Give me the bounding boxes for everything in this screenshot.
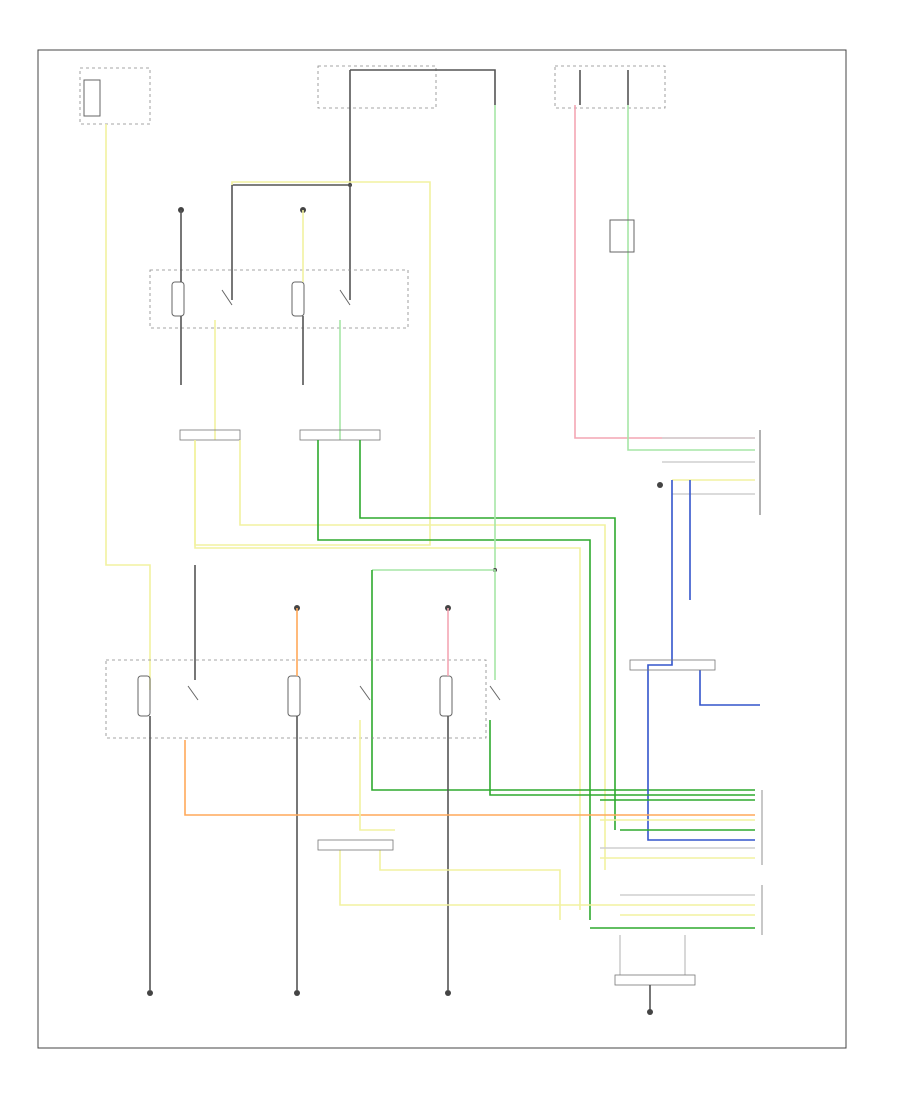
wire-dkgreen-lower: [371, 570, 755, 791]
wire-yellow-left: [105, 124, 151, 690]
ground-symbol-3: [445, 990, 451, 996]
mid-connectors: [179, 429, 381, 441]
wire-yellow-trailer-1: [239, 440, 606, 870]
wire-dkgreen-trailer: [317, 440, 591, 920]
wire-yellow-trailer-2: [194, 440, 581, 910]
connector-mid-right: [629, 659, 716, 671]
wire-dkgreen-trailer-2: [359, 440, 616, 830]
upper-relay-block: [149, 207, 409, 329]
ground-symbol-1: [147, 990, 153, 996]
dot-right-mid: [657, 482, 663, 488]
wire-yellow-lower-3: [379, 850, 561, 920]
wire-yellow-lower-2: [339, 850, 755, 906]
brake-switch: [609, 219, 635, 253]
wire-green-lower-feed: [372, 569, 496, 680]
wire-blue-connector: [699, 670, 760, 706]
wire-blue-long: [647, 480, 755, 841]
ground-symbol-right: [647, 1009, 653, 1015]
lower-relay-block: [105, 605, 501, 739]
diagram-frame: [37, 49, 847, 1049]
connector-lower-center: [317, 839, 394, 851]
connector-lower-right: [614, 974, 696, 986]
ground-symbol-2: [294, 990, 300, 996]
fuse-box-top-right: [554, 65, 666, 109]
wire-orange-trailer: [184, 740, 755, 816]
wire-yellow-lower-1: [359, 720, 395, 831]
fuse-box-left: [79, 67, 151, 125]
trailer-connector-1: [600, 790, 763, 865]
trailer-connector-2: [590, 885, 763, 935]
wire-dkgreen-lower-2: [489, 720, 755, 796]
wire-green-right-bottom: [627, 430, 755, 451]
wire-yellow-loop: [194, 181, 431, 546]
wire-pink-right: [574, 105, 755, 439]
wire-black-top-bus: [350, 69, 496, 105]
fuse-box-top-center: [317, 65, 437, 109]
wire-black-relay-feed: [232, 184, 351, 300]
